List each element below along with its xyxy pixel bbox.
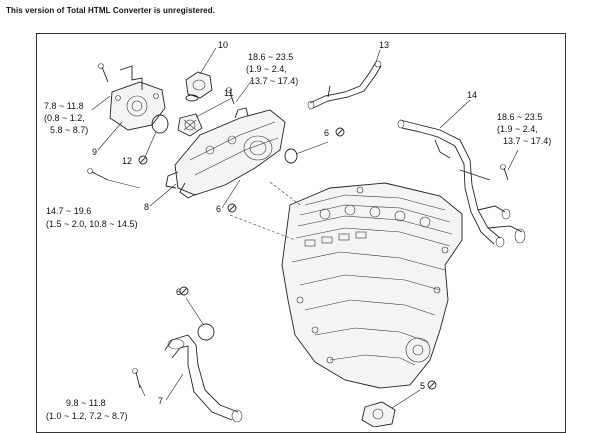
callout-7: 7 xyxy=(158,396,163,406)
torque-spec-top-center: 18.6 ~ 23.5 (1.9 ~ 2.4, 13.7 ~ 17.4) xyxy=(246,52,298,86)
bolt-bottom xyxy=(132,368,146,397)
engine-block xyxy=(281,182,463,389)
leader-torque-left-top xyxy=(91,95,111,111)
leader-torque-top xyxy=(235,79,253,103)
torque-spec-left-bottom: 9.8 ~ 11.8 (1.0 ~ 1.2, 7.2 ~ 8.7) xyxy=(46,398,128,421)
callout-6-a: 6 xyxy=(324,128,329,138)
gasket-6-c xyxy=(197,323,215,341)
leader-6c xyxy=(185,297,204,325)
leader-6a xyxy=(295,141,329,155)
water-inlet-pipe-7 xyxy=(164,334,243,423)
leader-7 xyxy=(165,373,184,401)
leader-11 xyxy=(195,97,233,118)
callout-10: 10 xyxy=(218,40,228,50)
torque-spec-right: 18.6 ~ 23.5 (1.9 ~ 2.4, 13.7 ~ 17.4) xyxy=(497,112,551,146)
no-reuse-icon xyxy=(179,286,189,296)
heater-pipe-13 xyxy=(307,60,382,110)
leader-torque-right xyxy=(507,149,519,171)
leader-9 xyxy=(97,121,123,151)
callout-6-b: 6 xyxy=(216,204,221,214)
inlet-fitting-5 xyxy=(361,401,396,427)
leader-8 xyxy=(149,183,177,207)
torque-spec-left-mid: 14.7 ~ 19.6 (1.5 ~ 2.0, 10.8 ~ 14.5) xyxy=(46,206,138,229)
callout-5: 5 xyxy=(420,381,425,391)
thermostat-housing-cover xyxy=(98,63,166,131)
callout-11: 11 xyxy=(224,88,233,98)
leader-10 xyxy=(199,47,217,75)
leader-5 xyxy=(391,389,421,409)
leader-13 xyxy=(375,49,381,63)
no-reuse-icon xyxy=(335,127,345,137)
bolt-housing xyxy=(87,168,141,189)
callout-14: 14 xyxy=(467,90,477,100)
no-reuse-icon xyxy=(138,155,148,165)
leader-12 xyxy=(144,131,157,158)
no-reuse-icon xyxy=(227,203,237,213)
unregistered-banner: This version of Total HTML Converter is … xyxy=(6,6,216,15)
callout-13: 13 xyxy=(379,40,389,50)
water-outlet-housing xyxy=(165,107,286,199)
callout-9: 9 xyxy=(92,147,97,157)
torque-spec-left-top: 7.8 ~ 11.8 (0.8 ~ 1.2, 5.8 ~ 8.7) xyxy=(44,101,88,135)
callout-12: 12 xyxy=(122,156,132,166)
fitting-10 xyxy=(185,71,213,102)
leader-6b xyxy=(221,179,241,209)
location-line xyxy=(229,214,296,241)
o-ring-12 xyxy=(151,114,169,134)
no-reuse-icon xyxy=(427,380,437,390)
gasket-6-a xyxy=(284,148,298,164)
leader-14 xyxy=(439,99,471,129)
coolant-hose-14 xyxy=(397,119,526,248)
callout-6-c: 6 xyxy=(176,287,181,297)
thermostat-11 xyxy=(177,113,203,137)
callout-8: 8 xyxy=(144,202,149,212)
location-line xyxy=(269,181,301,206)
